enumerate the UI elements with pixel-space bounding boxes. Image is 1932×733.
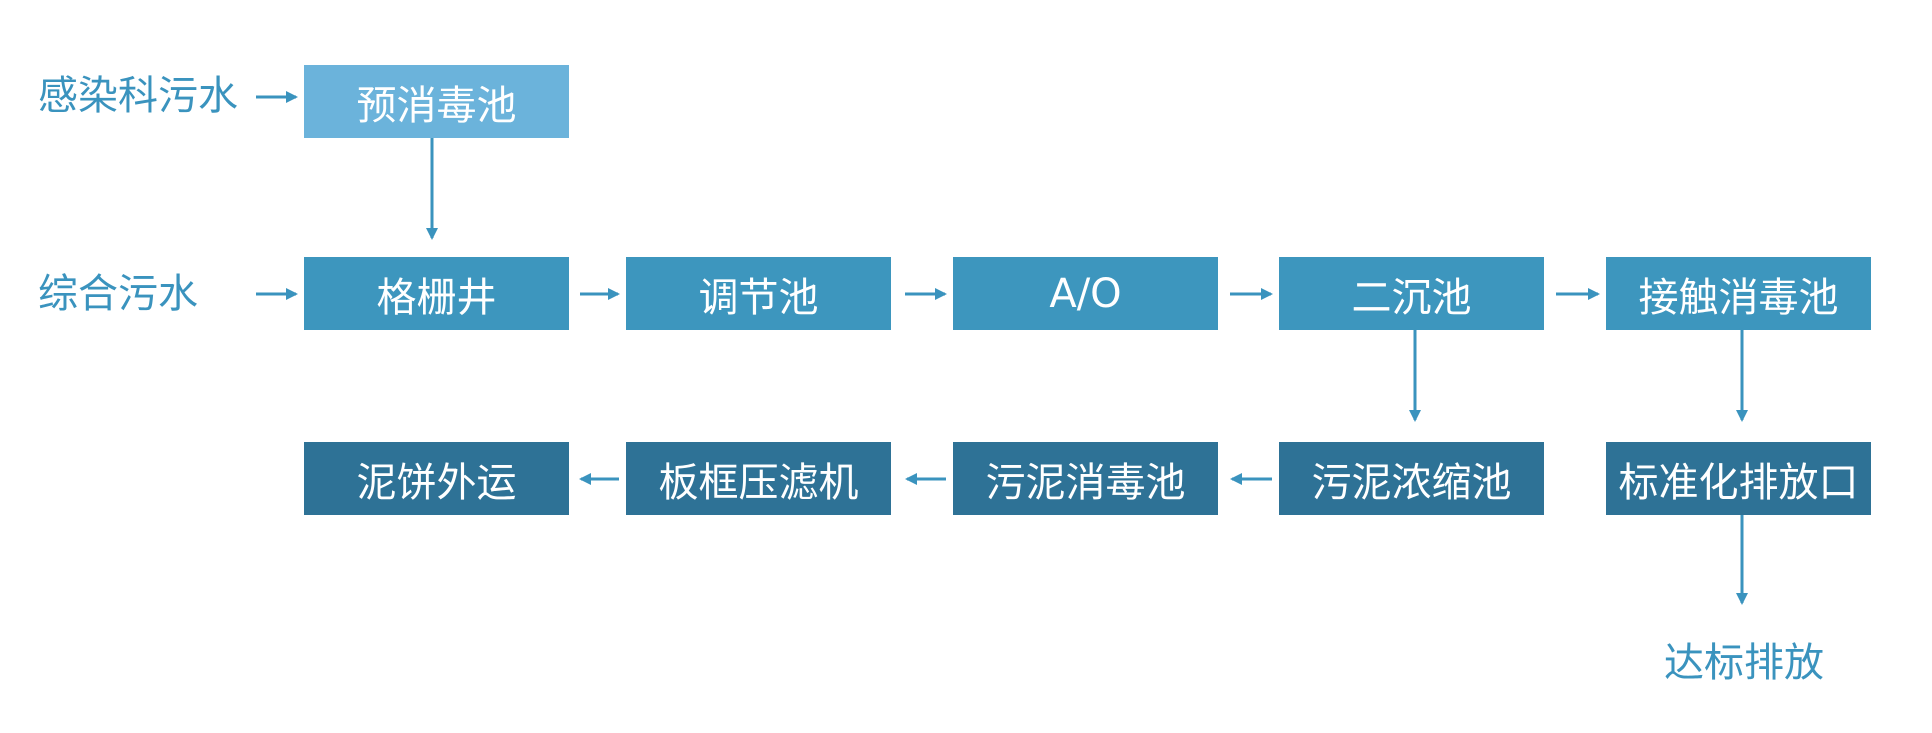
box-mud-cake-removal-label: 泥饼外运: [356, 459, 517, 506]
box-mud-cake-removal: 泥饼外运: [304, 442, 569, 515]
box-plate-frame-filter-press: 板框压滤机: [626, 442, 891, 515]
box-sludge-thickening-tank: 污泥浓缩池: [1279, 442, 1544, 515]
box-sludge-thickening-tank-label: 污泥浓缩池: [1311, 459, 1512, 506]
box-secondary-sedimentation-tank-label: 二沉池: [1351, 274, 1472, 321]
box-ao: A/O: [953, 257, 1218, 330]
label-compliant-discharge: 达标排放: [1664, 640, 1824, 686]
box-standard-outlet: 标准化排放口: [1606, 442, 1871, 515]
box-contact-disinfection-tank-label: 接触消毒池: [1638, 274, 1839, 321]
box-standard-outlet-label: 标准化排放口: [1618, 459, 1859, 506]
label-combined-sewage: 综合污水: [38, 271, 198, 317]
box-pre-disinfection-tank: 预消毒池: [304, 65, 569, 138]
box-sludge-disinfection-tank-label: 污泥消毒池: [985, 459, 1186, 506]
box-secondary-sedimentation-tank: 二沉池: [1279, 257, 1544, 330]
box-plate-frame-filter-press-label: 板框压滤机: [658, 459, 859, 506]
box-adjustment-tank-label: 调节池: [698, 274, 819, 321]
box-adjustment-tank: 调节池: [626, 257, 891, 330]
box-sludge-disinfection-tank: 污泥消毒池: [953, 442, 1218, 515]
box-contact-disinfection-tank: 接触消毒池: [1606, 257, 1871, 330]
box-grille-well-label: 格栅井: [376, 274, 497, 321]
box-ao-label: A/O: [1049, 270, 1122, 317]
box-grille-well: 格栅井: [304, 257, 569, 330]
label-infectious-sewage: 感染科污水: [38, 73, 238, 119]
box-pre-disinfection-tank-label: 预消毒池: [356, 82, 517, 129]
